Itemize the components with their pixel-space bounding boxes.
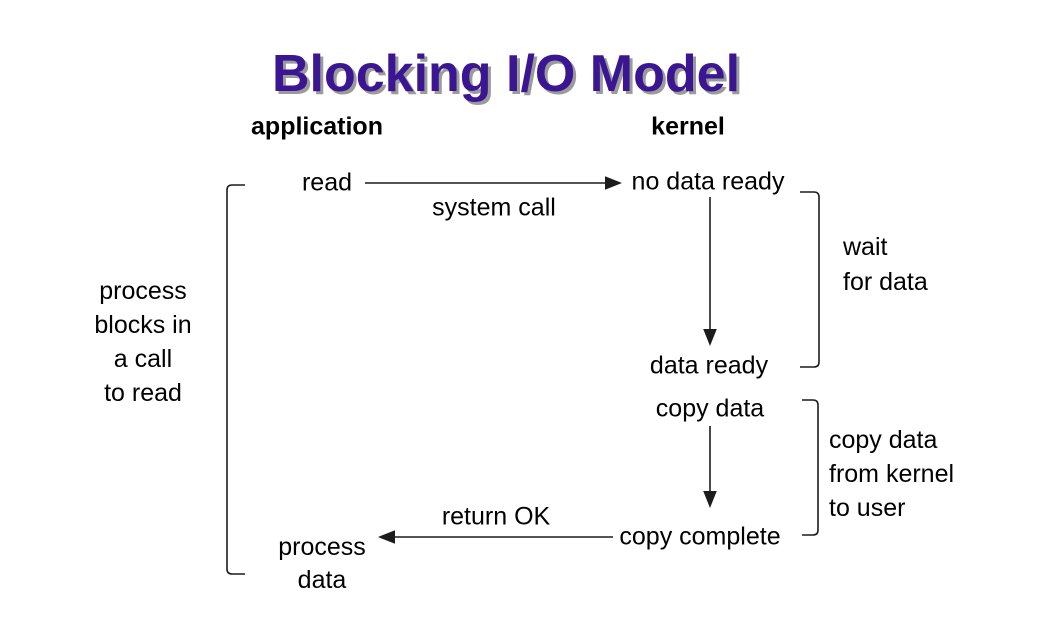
annotation-process-blocks: process blocks in a call to read [94,274,191,410]
arrow-return-ok [378,530,613,544]
annotation-wait-for-data: wait for data [843,230,928,300]
annotation-copy-kernel-user: copy data from kernel to user [829,423,954,525]
page-title: Blocking I/O Model [271,45,741,103]
node-process-data-line1: process [278,533,366,561]
annotation-process-blocks-line1: process [99,277,187,305]
annotation-process-blocks-line2: blocks in [94,311,192,339]
bracket-process-blocks [226,184,245,575]
node-process-data-line2: data [297,566,347,594]
edge-label-system-call: system call [432,193,556,222]
annotation-wait-for-data-line1: wait [843,233,888,261]
annotation-copy-kernel-user-line2: from kernel [829,460,955,488]
column-header-application: application [251,112,383,141]
node-data-ready: data ready [649,351,769,380]
bracket-copy-kernel-user [802,399,819,536]
annotation-process-blocks-line4: to read [104,379,182,407]
node-copy-complete: copy complete [619,522,781,551]
arrow-copy-data [703,426,717,508]
annotation-wait-for-data-line2: for data [843,268,928,296]
annotation-process-blocks-line3: a call [113,345,173,373]
node-no-data-ready: no data ready [631,167,785,196]
node-process-data: process data [278,531,366,597]
arrow-wait-for-data [703,197,717,346]
annotation-copy-kernel-user-line1: copy data [829,426,938,454]
node-read: read [301,168,353,197]
bracket-wait-for-data [800,191,820,368]
annotation-copy-kernel-user-line3: to user [829,494,906,522]
arrow-system-call [365,176,622,190]
column-header-kernel: kernel [651,112,725,141]
node-copy-data: copy data [655,394,765,423]
edge-label-return-ok: return OK [441,502,551,531]
